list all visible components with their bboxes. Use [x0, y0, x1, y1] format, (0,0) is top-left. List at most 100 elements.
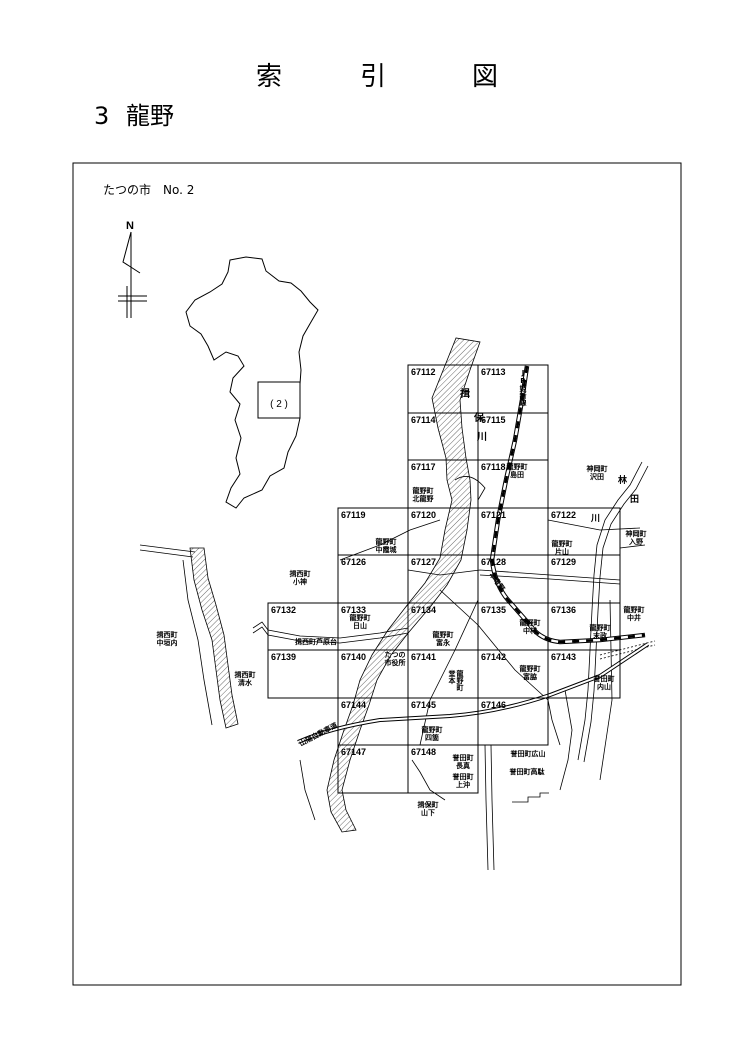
place-line: 龍野町 — [519, 619, 541, 627]
place-line: 誉田町高駄 — [509, 768, 545, 776]
section-number: 3 — [94, 102, 110, 130]
place-line: 小神 — [293, 578, 307, 586]
road — [490, 744, 495, 871]
map-sheet-number: 67120 — [411, 510, 436, 520]
map-sheet-67146 — [477, 697, 549, 746]
map-frame — [72, 162, 682, 986]
place-sawada: 神岡町沢田 — [575, 465, 619, 481]
place-nakagaichi: 揖西町中垣内 — [145, 631, 189, 647]
river-label-char: 川 — [591, 514, 601, 524]
map-sheet-number: 67129 — [551, 557, 576, 567]
place-line: 沢田 — [590, 473, 604, 481]
city-outline-inset — [185, 256, 319, 509]
place-takada: 誉田町高駄 — [502, 768, 552, 776]
railway-jr-inner — [490, 365, 646, 644]
highway-inner — [297, 643, 649, 743]
place-line: 龍野町 — [421, 726, 443, 734]
place-line: 末政 — [593, 632, 607, 640]
map-sheet-number: 67134 — [411, 605, 436, 615]
map-sheet-number: 67133 — [341, 605, 366, 615]
place-line: 中村 — [523, 627, 537, 635]
road — [599, 640, 656, 656]
north-label: N — [126, 220, 134, 232]
map-title: たつの市 No. 2 — [103, 183, 195, 197]
place-line: 龍野町 — [519, 665, 541, 673]
place-line: 龍野町 — [456, 670, 464, 691]
place-line: 山下 — [421, 809, 435, 817]
place-line: 富脇 — [523, 673, 537, 681]
page-title-char: 引 — [360, 62, 387, 92]
road — [139, 549, 194, 558]
place-line: 誉田町 — [452, 754, 474, 762]
place-nakamura: 龍野町中村 — [508, 619, 552, 635]
place-line: 中霞城 — [375, 546, 397, 554]
place-nagazane: 誉田町長真 — [441, 754, 485, 770]
map-sheet-number: 67114 — [411, 415, 436, 425]
map-sheet-number: 67144 — [341, 700, 366, 710]
map-sheet-number: 67143 — [551, 652, 576, 662]
place-katayama: 龍野町片山 — [540, 540, 584, 556]
road — [454, 476, 486, 501]
map-sheet-number: 67126 — [341, 557, 366, 567]
river-hayashida — [577, 461, 643, 761]
road — [411, 759, 446, 801]
road — [484, 744, 489, 871]
place-line: 揖保町 — [417, 801, 439, 809]
place-kitatatsuno: 龍野町北龍野 — [401, 487, 445, 503]
sheet-grid: 67112 67113 67114 67115 67117 67118 67119 67120… — [267, 364, 621, 794]
place-line: 揖西町 — [234, 671, 256, 679]
place-nakai: 龍野町中井 — [612, 606, 656, 622]
road — [299, 759, 316, 821]
place-domoto: 龍野町堂本 — [448, 670, 464, 691]
road — [252, 621, 409, 639]
road — [182, 559, 213, 726]
map-sheet-number: 67128 — [481, 557, 506, 567]
place-line: 龍野町 — [623, 606, 645, 614]
place-shimizu: 揖西町清水 — [223, 671, 267, 687]
place-line: 龍野町 — [412, 487, 434, 495]
place-tominaga: 龍野町富永 — [421, 631, 465, 647]
road — [479, 574, 621, 585]
place-suemasa: 龍野町末政 — [578, 624, 622, 640]
map-sheet-number: 67135 — [481, 605, 506, 615]
place-line: 龍野町 — [506, 463, 528, 471]
river-west — [189, 547, 239, 729]
place-line: 神岡町 — [586, 465, 608, 473]
place-line: 誉田町 — [452, 773, 474, 781]
map-sheet-number: 67148 — [411, 747, 436, 757]
place-line: 龍野町 — [551, 540, 573, 548]
page-title-char: 索 — [256, 62, 283, 92]
map-sheet-number: 67113 — [481, 367, 506, 377]
map-sheet-number: 67139 — [271, 652, 296, 662]
road — [559, 689, 573, 791]
north-arrow-icon: N — [118, 220, 147, 318]
map-sheet-number: 67122 — [551, 510, 576, 520]
place-line: 堂本 — [448, 670, 456, 684]
place-line: 揖西町 — [289, 570, 311, 578]
river-label-char: 揖 — [460, 389, 470, 400]
place-shika: 龍野町四箇 — [410, 726, 454, 742]
place-irino: 神岡町入野 — [614, 530, 658, 546]
map-sheet-number: 67118 — [481, 462, 506, 472]
river-label-char: 保 — [474, 413, 484, 424]
place-city-hall: たつの市役所 — [373, 651, 417, 667]
map-sheet-number: 67119 — [341, 510, 366, 520]
map-sheet-number: 67132 — [271, 605, 296, 615]
map-sheet-number: 67117 — [411, 462, 436, 472]
map-sheet-number: 67141 — [411, 652, 436, 662]
river-label-char: 川 — [477, 432, 487, 443]
road — [547, 519, 641, 531]
place-line: 島田 — [510, 471, 524, 479]
place-shimada: 龍野町島田 — [495, 463, 539, 479]
map-sheet-number: 67115 — [481, 415, 506, 425]
place-line: 揖西町 — [156, 631, 178, 639]
map-sheet-67148 — [407, 744, 479, 794]
place-tomiwaki: 龍野町富脇 — [508, 665, 552, 681]
rail-label: JR姫新線 — [519, 369, 527, 406]
map-sheet-number: 67121 — [481, 510, 506, 520]
map-sheet-number: 67112 — [411, 367, 436, 377]
place-line: 日山 — [353, 622, 367, 630]
place-line: たつの — [384, 651, 406, 659]
place-line: 片山 — [555, 548, 569, 556]
